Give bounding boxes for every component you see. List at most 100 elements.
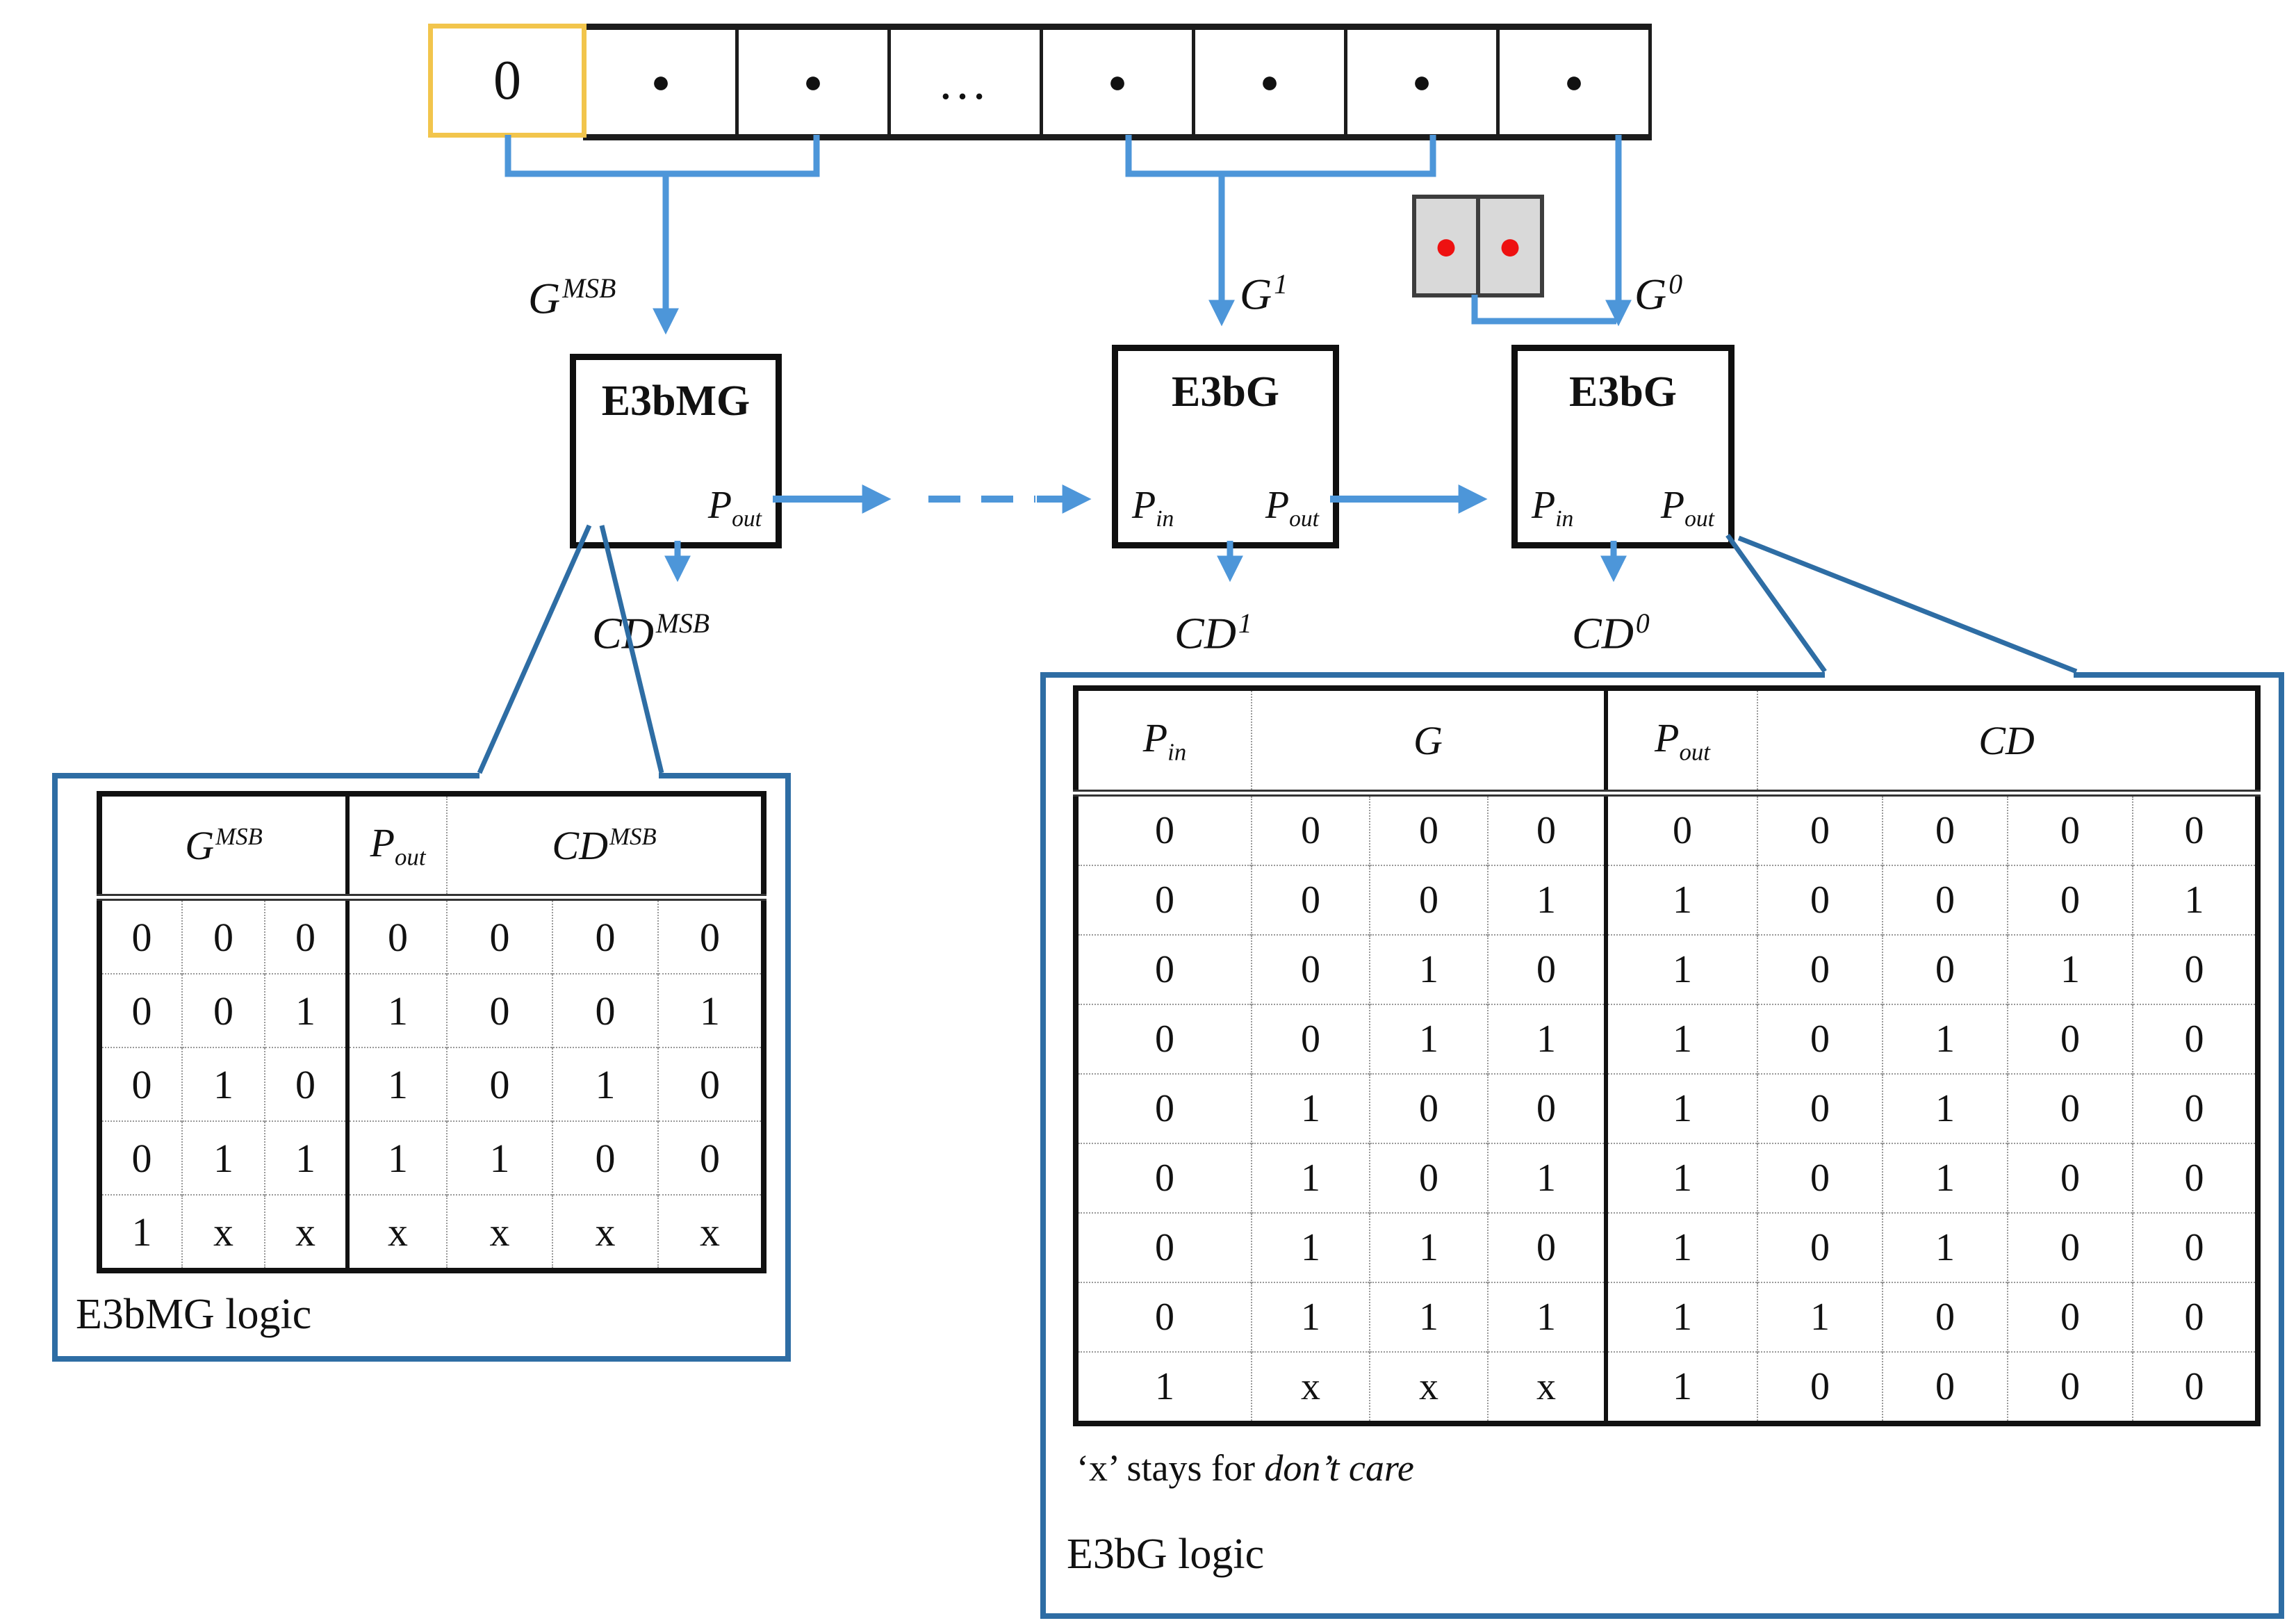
col-header-pout: Pout bbox=[1606, 688, 1758, 797]
port-pin: Pin bbox=[1132, 483, 1174, 532]
table-cell: 0 bbox=[99, 973, 183, 1047]
table-cell: 0 bbox=[1757, 1004, 1883, 1074]
table-cell: 0 bbox=[1757, 792, 1883, 865]
table-cell: 0 bbox=[1252, 1004, 1370, 1074]
table-cell: 1 bbox=[182, 1047, 265, 1121]
carry-cell: ● bbox=[1476, 195, 1544, 297]
table-cell: 0 bbox=[2008, 1282, 2133, 1352]
table-cell: x bbox=[265, 1194, 350, 1271]
carry-bit-pair-box: ● ● bbox=[1412, 195, 1544, 297]
block-e3bg-0: E3bG Pin Pout bbox=[1511, 345, 1735, 548]
table-cell: 1 bbox=[1606, 934, 1758, 1004]
table-cell: 0 bbox=[99, 1120, 183, 1195]
table-cell: 0 bbox=[1488, 1073, 1608, 1143]
table-cell: 0 bbox=[1757, 1212, 1883, 1282]
block-e3bmg: E3bMG Pout bbox=[570, 354, 782, 548]
label-cd-0: CD0 bbox=[1572, 608, 1650, 658]
table-cell: 0 bbox=[2133, 934, 2258, 1004]
table-cell: 1 bbox=[347, 1120, 448, 1195]
table-cell: 0 bbox=[1252, 792, 1370, 865]
table-cell: 1 bbox=[1883, 1212, 2008, 1282]
table-cell: 0 bbox=[658, 1120, 764, 1195]
table-cell: 0 bbox=[2133, 792, 2258, 865]
table-cell: 1 bbox=[1370, 1004, 1489, 1074]
table-cell: 0 bbox=[658, 1047, 764, 1121]
block-title: E3bG bbox=[1171, 368, 1280, 416]
table-cell: 0 bbox=[1076, 792, 1252, 865]
register-cell: ● bbox=[1344, 24, 1500, 140]
table-cell: 0 bbox=[1606, 792, 1758, 865]
bit-dot: ● bbox=[1108, 64, 1127, 99]
bit-dot: ● bbox=[1564, 64, 1584, 99]
bit-dot: ● bbox=[1260, 64, 1279, 99]
table-cell: x bbox=[1370, 1351, 1489, 1424]
table-cell: 1 bbox=[265, 1120, 350, 1195]
table-cell: 1 bbox=[1606, 1212, 1758, 1282]
block-title: E3bMG bbox=[601, 377, 751, 425]
table-header-row: Pin G Pout CD bbox=[1076, 688, 2258, 797]
table-cell: 1 bbox=[182, 1120, 265, 1195]
table-cell: 1 bbox=[447, 1120, 554, 1195]
table-cell: 0 bbox=[1076, 1282, 1252, 1352]
table-cell: 1 bbox=[1606, 865, 1758, 935]
bit-dot: ● bbox=[803, 64, 823, 99]
table-cell: x bbox=[447, 1194, 554, 1271]
register-cell: ● bbox=[1040, 24, 1195, 140]
table-cell: 0 bbox=[552, 973, 659, 1047]
table-cell: 0 bbox=[99, 1047, 183, 1121]
port-pout: Pout bbox=[1265, 483, 1319, 532]
table-cell: x bbox=[552, 1194, 659, 1271]
table-cell: 0 bbox=[2008, 1143, 2133, 1213]
table-cell: 0 bbox=[1757, 865, 1883, 935]
table-cell: 0 bbox=[1883, 1282, 2008, 1352]
table-cell: 0 bbox=[447, 1047, 554, 1121]
label-cd-1: CD1 bbox=[1174, 608, 1252, 658]
table-cell: 1 bbox=[1883, 1073, 2008, 1143]
table-cell: 1 bbox=[658, 973, 764, 1047]
table-cell: 0 bbox=[2008, 1073, 2133, 1143]
table-cell: 1 bbox=[1606, 1143, 1758, 1213]
table-cell: 0 bbox=[2008, 792, 2133, 865]
table-cell: 0 bbox=[1252, 865, 1370, 935]
table-cell: 0 bbox=[552, 1120, 659, 1195]
table-cell: 0 bbox=[1370, 865, 1489, 935]
table-cell: x bbox=[182, 1194, 265, 1271]
register-cell-ellipsis: … bbox=[887, 24, 1043, 140]
col-header-pout: Pout bbox=[347, 794, 448, 901]
table-cell: 1 bbox=[347, 1047, 448, 1121]
callout-gap-right bbox=[1825, 670, 2074, 680]
bracket-gmsb bbox=[505, 135, 820, 177]
table-cell: 0 bbox=[658, 897, 764, 974]
register-cell-msb: 0 bbox=[428, 24, 587, 138]
table-cell: 0 bbox=[2133, 1212, 2258, 1282]
table-cell: 0 bbox=[347, 897, 448, 974]
col-header-pin: Pin bbox=[1076, 688, 1252, 797]
dont-care-note: ‘x’ stays for don’t care bbox=[1076, 1447, 1414, 1489]
table-cell: 0 bbox=[2133, 1282, 2258, 1352]
port-pout: Pout bbox=[707, 483, 762, 532]
port-pout: Pout bbox=[1660, 483, 1714, 532]
table-cell: 0 bbox=[2133, 1004, 2258, 1074]
bit-dot: ● bbox=[1412, 64, 1432, 99]
register-cell: ● bbox=[583, 24, 739, 140]
table-cell: 1 bbox=[1488, 865, 1608, 935]
table-cell: 1 bbox=[265, 973, 350, 1047]
label-g-0: G0 bbox=[1634, 269, 1683, 319]
table-cell: 1 bbox=[1606, 1351, 1758, 1424]
red-dot: ● bbox=[1434, 223, 1459, 268]
table-cell: 0 bbox=[2133, 1143, 2258, 1213]
table-cell: 1 bbox=[1252, 1282, 1370, 1352]
table-cell: 1 bbox=[99, 1194, 183, 1271]
col-header-cdmsb: CDMSB bbox=[447, 794, 764, 901]
table-cell: x bbox=[1488, 1351, 1608, 1424]
